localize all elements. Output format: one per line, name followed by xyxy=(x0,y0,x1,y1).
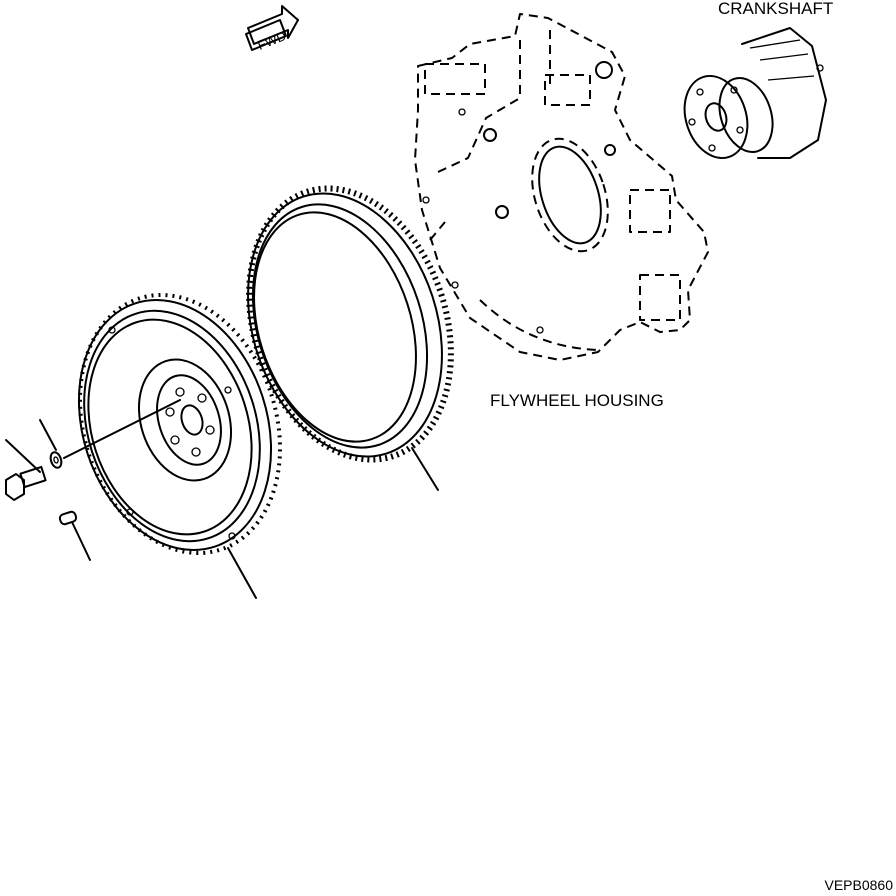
crankshaft-label: CRANKSHAFT xyxy=(718,0,833,18)
fwd-arrow-icon: FWD xyxy=(245,5,299,53)
leader-lines xyxy=(5,399,439,599)
crankshaft-drawing xyxy=(683,27,827,160)
flywheel-drawing xyxy=(77,293,282,555)
flywheel-housing-drawing xyxy=(414,13,709,361)
fwd-label: FWD xyxy=(255,28,288,53)
flywheel-housing-label: FLYWHEEL HOUSING xyxy=(490,391,664,410)
ring-gear-drawing xyxy=(246,185,454,463)
bolt-drawing xyxy=(5,465,47,501)
washer-drawing xyxy=(49,451,63,469)
dowel-pin-drawing xyxy=(58,510,78,526)
drawing-code-label: VEPB0860 xyxy=(825,877,894,893)
